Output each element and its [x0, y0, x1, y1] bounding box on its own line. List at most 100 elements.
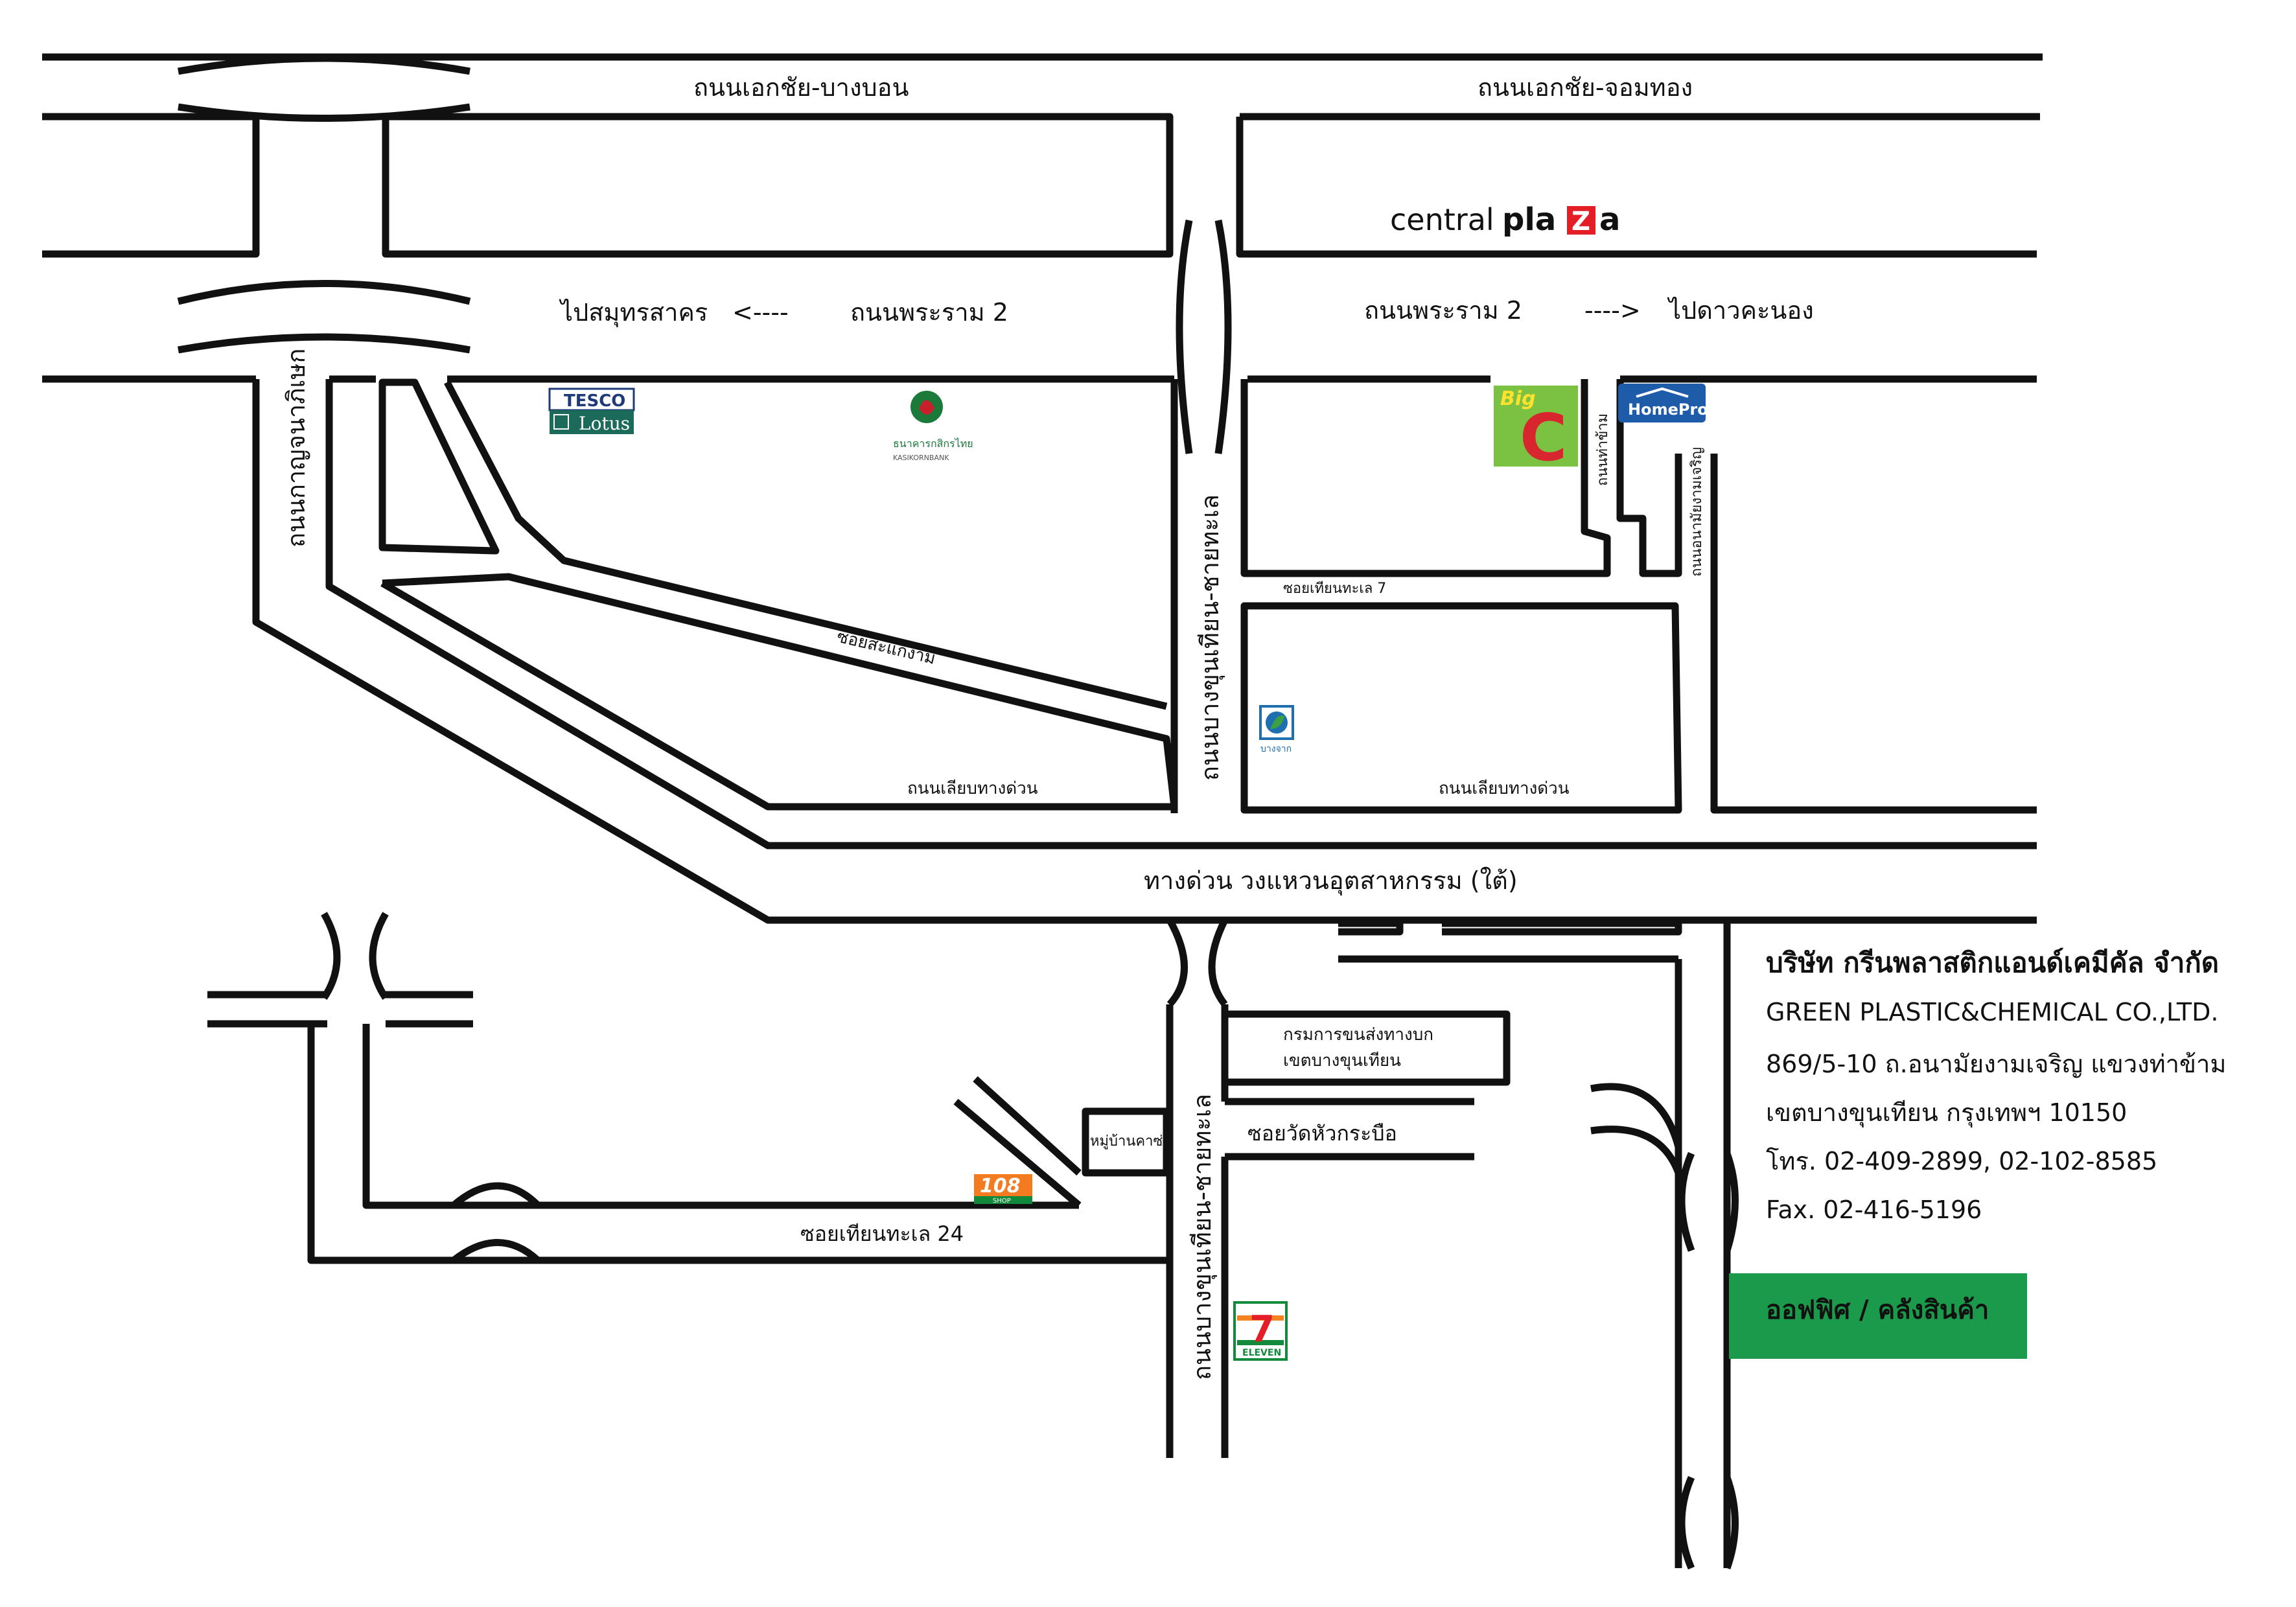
seven-eleven-logo: 7 ELEVEN: [1233, 1301, 1288, 1361]
village-box: [1082, 1107, 1170, 1177]
lotus-text: Lotus: [579, 413, 630, 434]
shop108-bg: [974, 1174, 1032, 1196]
bangchak-text: บางจาก: [1260, 744, 1292, 754]
label-arrow-left: <----: [732, 298, 789, 327]
seven-eleven-bg: [1233, 1301, 1288, 1361]
block-thakham: [1616, 379, 1682, 577]
shop108-sub: SHOP: [993, 1197, 1011, 1205]
company-phone: โทร. 02-409-2899, 02-102-8585: [1766, 1147, 2157, 1175]
seven-eleven-word: ELEVEN: [1242, 1348, 1281, 1358]
anamai-arc5: [1678, 1475, 1695, 1570]
label-bkt-lower: ถนนบางขุนเทียน-ชายทะเล: [1188, 1094, 1217, 1380]
central-plaza-word-central: central: [1390, 202, 1494, 237]
kbank-leaf-icon: [919, 400, 934, 415]
office-box: [1729, 1273, 2027, 1359]
company-fax: Fax. 02-416-5196: [1766, 1196, 1982, 1224]
bigc-letter-c: C: [1520, 400, 1567, 476]
label-to-dao-khanong: ไปดาวคะนอง: [1667, 296, 1814, 325]
soi24-inner: [362, 1024, 1079, 1209]
bkt-lower-right-arc: [1208, 918, 1228, 1007]
label-anamai-road: ถนนอนามัยงามเจริญ: [1689, 447, 1705, 577]
block-lower-right: [1240, 602, 1682, 814]
anamai-arc2: [1590, 1126, 1682, 1175]
seven-eleven-stripe-orange: [1237, 1315, 1284, 1321]
label-ekkachai-chomthong: ถนนเอกชัย-จอมทอง: [1478, 73, 1693, 102]
tesco-text: TESCO: [564, 391, 625, 411]
bangchak-logo: บางจาก: [1259, 705, 1294, 754]
kanchanaphisek-right-edge: [325, 379, 2037, 850]
homepro-logo: HomePro: [1618, 384, 1708, 422]
office-label: ออฟฟิศ / คลังสินค้า: [1766, 1295, 1989, 1325]
company-address-2: เขตบางขุนเทียน กรุงเทพฯ 10150: [1766, 1098, 2127, 1127]
bangchak-leaf-icon: [1270, 715, 1284, 729]
shop108-sub-band: [974, 1196, 1032, 1204]
seven-eleven-number: 7: [1249, 1308, 1275, 1350]
central-plaza-z: Z: [1571, 207, 1590, 237]
central-plaza-word-pla: pla: [1502, 202, 1556, 238]
label-thakham: ถนนท่าข้าม: [1595, 413, 1611, 486]
label-expressway: ทางด่วน วงแหวนอุตสาหกรรม (ใต้): [1144, 866, 1518, 896]
homepro-text: HomePro: [1628, 400, 1708, 419]
anamai-arc1: [1590, 1083, 1682, 1148]
soi24-arc-top: [451, 1182, 540, 1208]
block-bigc: [1240, 379, 1611, 577]
block-top-middle: [382, 113, 1174, 258]
label-rama2-left: ถนนพระราม 2: [850, 298, 1008, 327]
bigc-logo: Big C: [1494, 386, 1578, 476]
anamai-arc6: [1723, 1476, 1739, 1569]
tesco-lotus-logo: TESCO Lotus: [548, 387, 635, 434]
block-anamai: [1710, 454, 2037, 814]
bigc-bg: [1494, 386, 1578, 467]
shop108-logo: 108 SHOP: [974, 1174, 1032, 1205]
block-top-right: [1236, 113, 2040, 258]
company-address-1: 869/5-10 ถ.อนามัยงามเจริญ แขวงท่าข้าม: [1766, 1050, 2226, 1078]
kan-lower-arc-right: [369, 912, 389, 1000]
central-plaza-word-a: a: [1599, 202, 1620, 238]
wedge-lower: [380, 573, 1178, 811]
office-warehouse-marker: ออฟฟิศ / คลังสินค้า: [1729, 1273, 2027, 1359]
kasikornbank-logo: ธนาคารกสิกรไทย KASIKORNBANK: [893, 391, 973, 462]
shop108-number: 108: [980, 1175, 1021, 1197]
soi24-arc-bottom: [451, 1239, 540, 1264]
homepro-bg: [1618, 384, 1706, 422]
lotus-icon: [553, 414, 569, 430]
label-soi-tienthale-24: ซอยเทียนทะเล 24: [800, 1221, 964, 1246]
label-soi-tienthale-7: ซอยเทียนทะเล 7: [1283, 581, 1386, 597]
overpass-arc-top: [178, 54, 470, 75]
anamai-arc4: [1723, 1152, 1739, 1252]
wedge-upper: [444, 380, 1168, 710]
label-bkt-upper: ถนนบางขุนเทียน-ชายทะเล: [1196, 494, 1225, 781]
overpass-arc-mid: [177, 280, 471, 305]
label-ekkachai-bangbon: ถนนเอกชัย-บางบอน: [693, 73, 909, 102]
kbank-sub: KASIKORNBANK: [893, 454, 949, 462]
label-dlt-line2: เขตบางขุนเทียน: [1283, 1051, 1401, 1070]
expressway-bit2: [1442, 919, 1682, 936]
label-village: หมู่บ้านคาซ่า: [1090, 1133, 1171, 1150]
kan-lower-arc-left: [321, 912, 341, 1000]
diag-upper: [973, 1076, 1082, 1176]
expressway-bit1: [1338, 919, 1404, 936]
central-plaza-z-box: [1567, 206, 1595, 235]
center-overpass-right: [1214, 219, 1232, 454]
seven-eleven-stripe-green: [1237, 1340, 1284, 1345]
diag-lower: [953, 1098, 1082, 1208]
company-name-th: บริษัท กรีนพลาสติกแอนด์เคมีคัล จำกัด: [1766, 947, 2219, 978]
center-overpass-left: [1176, 219, 1193, 454]
label-arrow-right: ---->: [1584, 296, 1641, 325]
overpass-arc-top2: [178, 103, 470, 122]
label-rama2-right: ถนนพระราม 2: [1364, 296, 1522, 325]
dlt-block: [1228, 1010, 1511, 1086]
bkt-lower-left-arc: [1166, 918, 1188, 1007]
kbank-name: ธนาคารกสิกรไทย: [893, 437, 973, 450]
label-frontage-right: ถนนเลียบทางด่วน: [1439, 779, 1570, 798]
soi24-left: [307, 1024, 1170, 1264]
triangle-block: [378, 378, 500, 555]
block-top-left: [42, 113, 260, 258]
label-dlt-line1: กรมการขนส่งทางบก: [1283, 1025, 1433, 1045]
label-to-samut-sakhon: ไปสมุทรสาคร: [559, 298, 708, 327]
road-network: [42, 53, 2043, 1570]
company-info: บริษัท กรีนพลาสติกแอนด์เคมีคัล จำกัด GRE…: [1766, 947, 2226, 1224]
label-soi-wat-huakrabue: ซอยวัดหัวกระบือ: [1247, 1121, 1397, 1146]
bigc-word-big: Big: [1500, 387, 1536, 410]
